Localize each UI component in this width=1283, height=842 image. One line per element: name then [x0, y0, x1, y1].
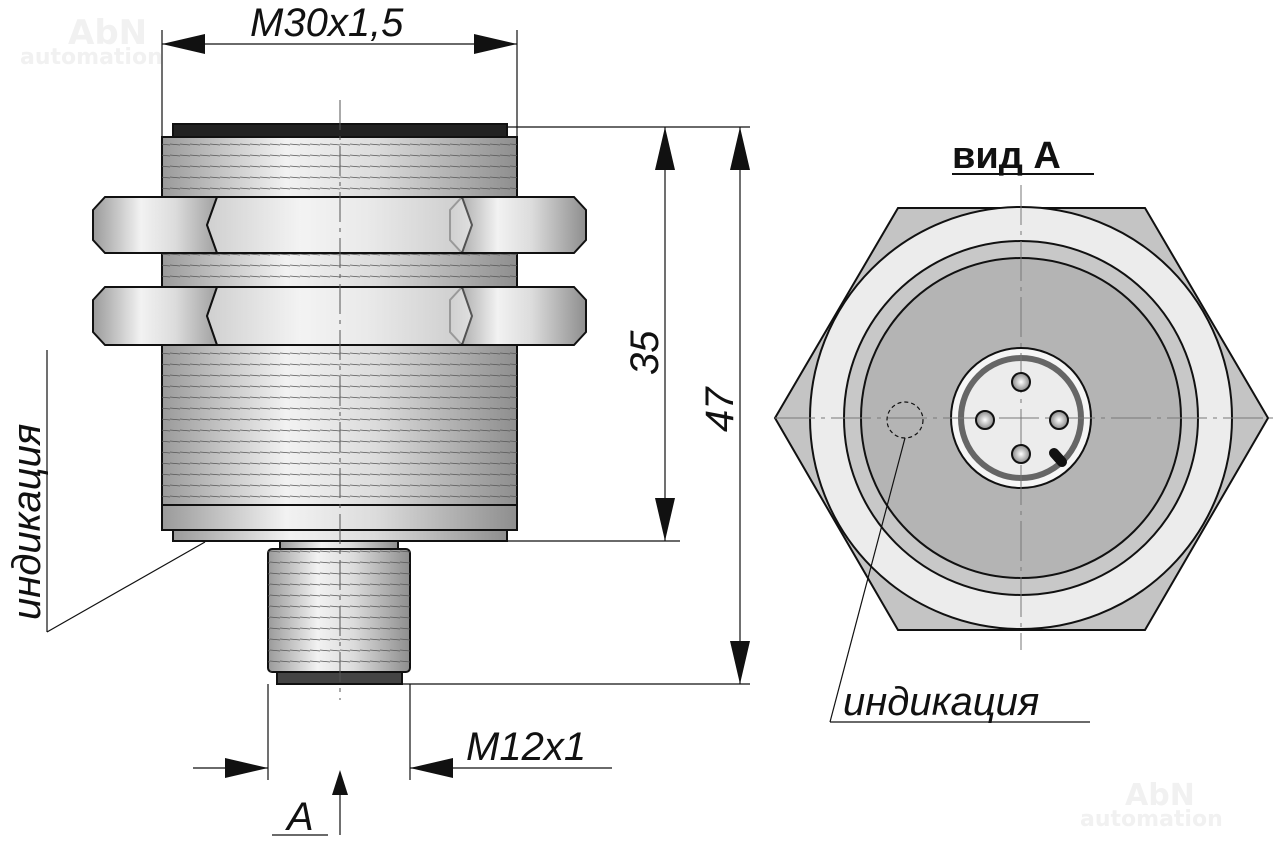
sensor-front-view: [773, 173, 1275, 723]
pin-2: [975, 410, 995, 430]
svg-text:AbN: AbN: [1125, 778, 1195, 813]
key-notch: [1049, 448, 1067, 467]
connector-m12: [267, 540, 411, 685]
indication-label-side: индикация: [5, 424, 49, 620]
nut-upper: [92, 196, 587, 254]
dim-length-35: 35: [623, 330, 667, 375]
pin-1: [1011, 372, 1031, 392]
dimension-lines: [46, 30, 750, 836]
indication-label-front: индикация: [843, 680, 1039, 724]
watermark-bottom-right: AbN automation: [1080, 778, 1223, 832]
sensor-side-view: [92, 100, 587, 700]
dim-thread-connector: M12x1: [466, 725, 586, 769]
pin-4: [1011, 444, 1031, 464]
svg-text:automation: automation: [20, 45, 163, 70]
pin-3: [1049, 410, 1069, 430]
dim-length-47: 47: [698, 386, 742, 432]
svg-text:AbN: AbN: [68, 13, 147, 53]
view-a-title: вид А: [952, 135, 1061, 177]
view-marker-a: A: [285, 795, 314, 839]
watermark-top-left: AbN automation: [20, 13, 163, 70]
nut-lower: [92, 286, 587, 346]
svg-text:automation: automation: [1080, 807, 1223, 832]
dim-thread-main: M30x1,5: [250, 1, 404, 45]
